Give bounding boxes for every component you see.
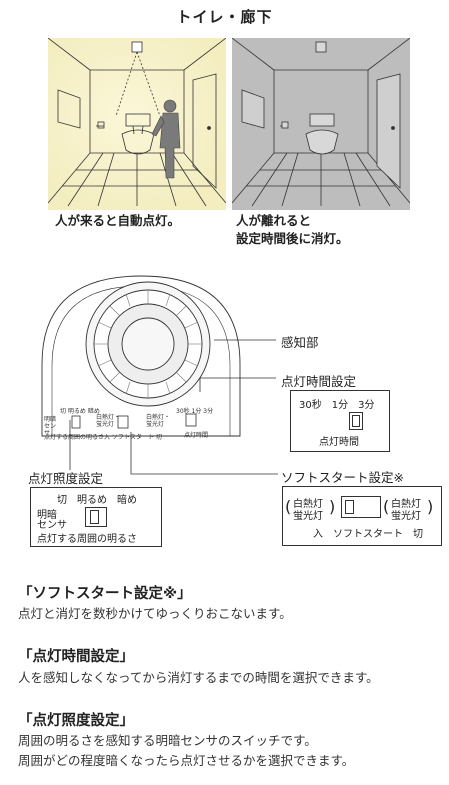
dark-toilet-scene bbox=[232, 38, 410, 210]
section-lux-desc-2: 周囲がどの程度暗くなったら点灯させるかを選択できます。 bbox=[18, 753, 355, 768]
lux-options: 切 明るめ 暗め bbox=[57, 495, 137, 506]
callout-lux: 点灯照度設定 bbox=[28, 471, 104, 486]
section-time-desc: 人を感知しなくなってから消灯するまでの時間を選択できます。 bbox=[18, 670, 379, 685]
lux-label: 点灯する周囲の明るさ bbox=[37, 534, 137, 545]
soft-right-paren-open: ( bbox=[383, 497, 390, 516]
mini-lux-bottom-text: 点灯する周囲の明るさ bbox=[44, 434, 105, 441]
soft-left-2: 蛍光灯 bbox=[293, 511, 323, 522]
dark-scene-caption-line2: 設定時間後に消灯。 bbox=[236, 231, 349, 246]
section-soft-heading: 「ソフトスタート設定※」 bbox=[18, 586, 192, 602]
mini-time-bottom-text: 点灯時間 bbox=[184, 432, 209, 439]
mini-lux-side-text: 明暗センサ bbox=[44, 416, 57, 437]
lit-scene-caption: 人が来ると自動点灯。 bbox=[55, 213, 181, 228]
soft-right-paren-close: ) bbox=[427, 497, 434, 516]
section-lux-desc-1: 周囲の明るさを感知する明暗センサのスイッチです。 bbox=[18, 733, 317, 748]
callout-time: 点灯時間設定 bbox=[281, 374, 357, 389]
lux-side-2: センサ bbox=[37, 520, 67, 531]
mini-time-top-text: 30秒 1分 3分 bbox=[176, 408, 214, 415]
soft-right-2: 蛍光灯 bbox=[391, 511, 421, 522]
soft-label: 入 ソフトスタート 切 bbox=[313, 529, 423, 540]
page-title: トイレ・廊下 bbox=[176, 8, 273, 26]
section-soft-desc: 点灯と消灯を数秒かけてゆっくりおこないます。 bbox=[18, 606, 292, 621]
mini-lux-top-text: 切 明るめ 暗め bbox=[60, 408, 100, 415]
section-lux-heading: 「点灯照度設定」 bbox=[18, 713, 134, 729]
lit-toilet-scene bbox=[48, 38, 226, 210]
callout-soft: ソフトスタート設定※ bbox=[281, 470, 404, 485]
time-label: 点灯時間 bbox=[319, 437, 359, 448]
dark-scene-caption-line1: 人が離れると bbox=[236, 213, 312, 228]
sensor-device bbox=[41, 275, 241, 437]
soft-start-switch[interactable] bbox=[341, 496, 381, 518]
time-options: 30秒 1分 3分 bbox=[299, 400, 375, 411]
mini-soft-right-text: 白熱灯・蛍光灯 bbox=[146, 414, 171, 428]
mini-soft-left-text: 白熱灯・蛍光灯 bbox=[96, 414, 121, 428]
time-switch[interactable] bbox=[349, 412, 363, 430]
lux-setting-panel: 切 明るめ 暗め 明暗 センサ 点灯する周囲の明るさ bbox=[30, 487, 162, 547]
soft-left-paren-open: ( bbox=[285, 497, 292, 516]
callout-sensor: 感知部 bbox=[281, 335, 319, 350]
soft-right-1: 白熱灯 bbox=[391, 499, 421, 510]
mini-soft-bottom-text: 入 ソフトスタート 切 bbox=[104, 434, 162, 441]
soft-start-panel: ( 白熱灯 蛍光灯 ) ( 白熱灯 蛍光灯 ) 入 ソフトスタート 切 bbox=[282, 486, 442, 546]
soft-left-paren-close: ) bbox=[329, 497, 336, 516]
lux-switch[interactable] bbox=[85, 507, 107, 527]
section-time-heading: 「点灯時間設定」 bbox=[18, 649, 134, 665]
time-setting-panel: 30秒 1分 3分 点灯時間 bbox=[290, 390, 390, 452]
soft-left-1: 白熱灯 bbox=[293, 499, 323, 510]
lux-side-1: 明暗 bbox=[37, 510, 57, 521]
